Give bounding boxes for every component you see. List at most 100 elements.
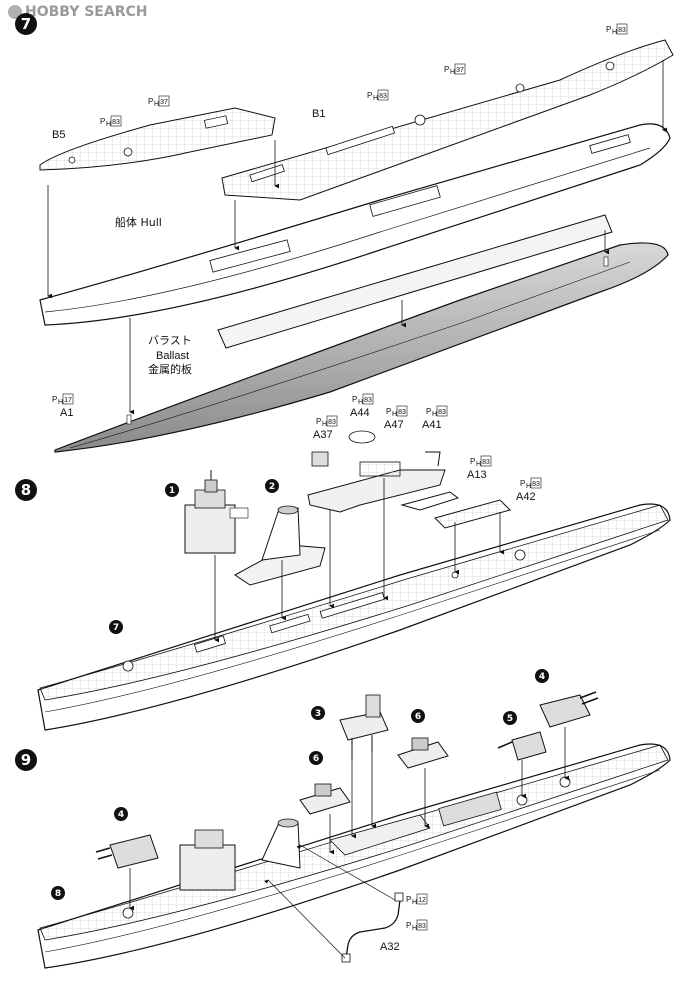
svg-text:6: 6: [415, 712, 421, 722]
step-9-badge: [15, 749, 37, 771]
label-b5: B5: [52, 129, 65, 141]
svg-text:P: P: [406, 895, 411, 904]
svg-text:83: 83: [418, 923, 426, 930]
label-a37: A37: [313, 429, 333, 441]
sub-1-badge: [165, 483, 179, 497]
label-ballast-jp: バラスト: [148, 334, 192, 347]
svg-text:P: P: [520, 479, 525, 488]
sub-4a-badge: [114, 807, 128, 821]
sub-5-badge: [503, 711, 517, 725]
subassembly-6-right: [397, 737, 449, 769]
turret-4-fore: [95, 834, 159, 869]
svg-text:P: P: [606, 25, 611, 34]
label-b1: B1: [312, 108, 325, 120]
svg-text:H: H: [432, 411, 437, 418]
step-8: 8 1: [15, 393, 671, 731]
svg-text:1: 1: [169, 486, 175, 496]
label-a44: A44: [350, 407, 370, 419]
svg-text:H: H: [392, 411, 397, 418]
svg-text:P: P: [444, 65, 449, 74]
sub-2-badge: [265, 479, 279, 493]
label-a42: A42: [516, 491, 536, 503]
label-a41: A41: [422, 419, 442, 431]
svg-text:37: 37: [456, 67, 464, 74]
subassembly-6-left: [299, 783, 351, 815]
svg-text:83: 83: [398, 409, 406, 416]
part-a13-a42: [400, 491, 511, 529]
logo-text: HOBBY SEARCH: [25, 4, 148, 20]
label-a1: A1: [60, 407, 73, 419]
svg-text:P: P: [367, 91, 372, 100]
svg-text:H: H: [322, 421, 327, 428]
svg-text:H: H: [106, 121, 111, 128]
svg-text:H: H: [412, 899, 417, 906]
logo-mark-icon: [8, 5, 22, 19]
part-a44: [348, 430, 376, 444]
step-9-number: 9: [21, 751, 31, 769]
svg-text:2: 2: [269, 482, 275, 492]
svg-text:6: 6: [313, 754, 319, 764]
svg-text:37: 37: [160, 99, 168, 106]
svg-text:83: 83: [328, 419, 336, 426]
step-8-number: 8: [21, 481, 31, 499]
part-b1-deck: [221, 39, 674, 201]
subassembly-1-bridge: [184, 470, 249, 554]
turret-4-aft: [539, 691, 599, 728]
svg-text:4: 4: [118, 810, 124, 820]
svg-text:83: 83: [618, 27, 626, 34]
label-ballast-jp2: 金属的板: [148, 362, 192, 376]
svg-text:17: 17: [64, 397, 72, 404]
logo: HOBBY SEARCH: [8, 4, 147, 20]
label-hull: 船体 Hull: [115, 215, 162, 229]
step-7-badge: [15, 13, 37, 35]
sub-4b-badge: [535, 669, 549, 683]
svg-text:H: H: [612, 29, 617, 36]
step-7: 7: [15, 13, 674, 453]
svg-text:H: H: [373, 95, 378, 102]
sub-6b-badge: [411, 709, 425, 723]
sub-6a-badge: [309, 751, 323, 765]
svg-text:H: H: [358, 399, 363, 406]
svg-text:12: 12: [418, 897, 426, 904]
label-a47: A47: [384, 419, 404, 431]
step-7-number: 7: [21, 15, 31, 33]
part-a37-platform: [307, 430, 446, 513]
svg-text:H: H: [526, 483, 531, 490]
svg-text:P: P: [352, 395, 357, 404]
svg-text:P: P: [316, 417, 321, 426]
svg-text:3: 3: [315, 709, 321, 719]
svg-text:P: P: [386, 407, 391, 416]
step-8-badge: [15, 479, 37, 501]
svg-text:H: H: [58, 399, 63, 406]
svg-text:83: 83: [438, 409, 446, 416]
svg-text:P: P: [406, 921, 411, 930]
svg-text:H: H: [412, 925, 417, 932]
part-hull: [39, 123, 671, 326]
svg-text:83: 83: [364, 397, 372, 404]
svg-text:P: P: [470, 457, 475, 466]
subassembly-3-mast: [339, 694, 389, 760]
label-ballast-en: Ballast: [156, 350, 189, 362]
svg-text:P: P: [426, 407, 431, 416]
label-a13: A13: [467, 469, 487, 481]
part-a32: [341, 892, 404, 963]
svg-text:H: H: [450, 69, 455, 76]
svg-text:83: 83: [532, 481, 540, 488]
sub-7-badge: [109, 620, 123, 634]
svg-text:5: 5: [507, 714, 513, 724]
svg-text:H: H: [476, 461, 481, 468]
svg-text:83: 83: [379, 93, 387, 100]
svg-text:H: H: [154, 101, 159, 108]
